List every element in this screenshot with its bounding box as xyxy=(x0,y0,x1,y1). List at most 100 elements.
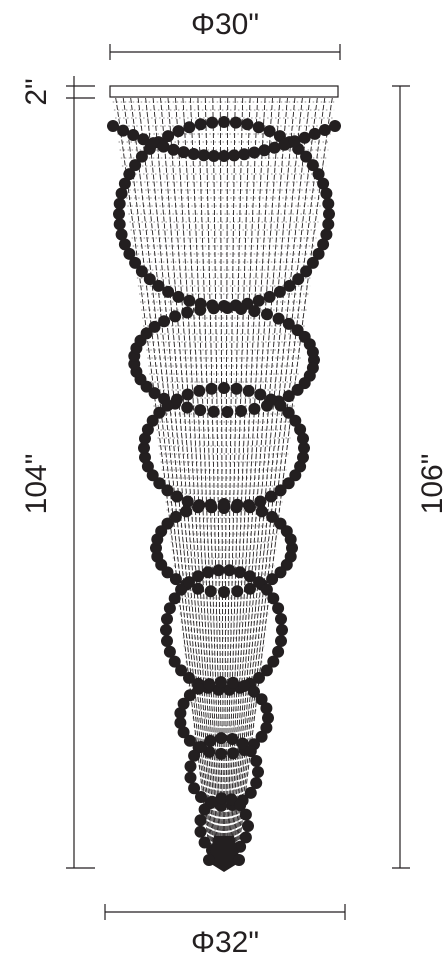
crystal-bead xyxy=(174,716,187,729)
crystal-bead xyxy=(231,585,244,598)
crystal-bead xyxy=(282,317,295,330)
crystal-bead xyxy=(141,460,154,473)
crystal-bead xyxy=(113,218,126,231)
crystal-strand xyxy=(224,98,229,858)
crystal-bead xyxy=(268,141,281,154)
crystal-bead xyxy=(266,573,279,586)
crystal-bead xyxy=(129,256,142,269)
crystal-bead xyxy=(250,755,263,767)
crystal-bead xyxy=(188,749,201,762)
crystal-bead xyxy=(161,635,173,647)
crystal-bead xyxy=(175,664,188,677)
crystal-strand xyxy=(175,97,219,859)
crystal-bead xyxy=(212,564,225,577)
crystal-bead xyxy=(250,777,263,789)
crystal-bead xyxy=(205,382,218,395)
crystal-bead xyxy=(138,442,150,454)
crystal-bead xyxy=(306,159,319,172)
crystal-bead xyxy=(282,477,295,490)
crystal-bead xyxy=(194,825,207,838)
crystal-bead xyxy=(322,197,335,210)
crystal-bead xyxy=(188,782,201,795)
crystal-bead xyxy=(253,576,265,589)
crystal-bead xyxy=(123,168,136,181)
crystal-bead xyxy=(274,399,287,412)
crystal-bead xyxy=(215,676,227,689)
crystal-bead xyxy=(265,490,277,503)
crystal-bead xyxy=(177,726,190,739)
crystal-strand xyxy=(167,97,218,859)
crystal-bead xyxy=(260,721,273,734)
crystal-bead xyxy=(320,228,333,241)
crystal-bead xyxy=(215,732,228,745)
crystal-bead xyxy=(235,405,248,417)
crystal-bead xyxy=(187,148,200,160)
crystal-bead xyxy=(139,432,151,445)
crystal-bead xyxy=(194,118,207,131)
crystal-strand xyxy=(227,97,259,859)
crystal-bead xyxy=(195,791,207,803)
crystal-bead xyxy=(181,306,194,319)
crystal-bead xyxy=(243,570,256,583)
crystal-bead xyxy=(113,208,125,220)
crystal-bead xyxy=(147,137,160,150)
crystal-bead xyxy=(255,505,268,518)
crystal-bead xyxy=(204,498,217,511)
crystal-bead xyxy=(202,566,215,579)
crystal-bead xyxy=(221,406,234,418)
crystal-bead xyxy=(254,495,267,508)
crystal-bead xyxy=(148,387,161,400)
crystal-strand xyxy=(219,98,224,858)
crystal-bead xyxy=(118,238,131,251)
crystal-bead xyxy=(167,143,180,156)
crystal-strand xyxy=(152,97,216,859)
crystal-bead xyxy=(239,808,252,821)
crystal-bead xyxy=(181,495,194,508)
crystal-bead xyxy=(169,510,182,523)
crystal-bead xyxy=(194,303,207,316)
crystal-bead xyxy=(195,741,207,753)
crystal-bead xyxy=(320,187,333,200)
crystal-bead xyxy=(161,484,174,497)
crystal-bead xyxy=(297,451,309,464)
crystal-bead xyxy=(204,734,217,747)
crystal-bead xyxy=(162,130,175,143)
crystal-bead xyxy=(227,676,239,689)
bottom-finial xyxy=(203,836,245,872)
crystal-loops xyxy=(107,116,341,860)
crystal-bead xyxy=(171,490,183,503)
crystal-bead xyxy=(169,573,182,586)
crystal-bead xyxy=(323,208,335,220)
crystal-bead xyxy=(292,273,305,286)
crystal-bead xyxy=(291,383,304,396)
canopy-height-label: 2" xyxy=(20,78,53,105)
crystal-bead xyxy=(263,125,276,138)
crystal-bead xyxy=(244,786,257,799)
crystal-bead xyxy=(242,820,254,832)
crystal-bead xyxy=(135,265,148,278)
crystal-bead xyxy=(300,150,313,163)
crystal-strand xyxy=(228,97,266,859)
crystal-bead xyxy=(306,256,319,269)
left-height-dimension xyxy=(66,76,95,869)
crystal-bead xyxy=(218,498,230,510)
crystal-bead xyxy=(238,680,251,692)
crystal-bead xyxy=(229,116,242,129)
crystal-bead xyxy=(180,505,193,518)
crystal-bead xyxy=(169,310,182,323)
crystal-strand xyxy=(145,97,215,859)
crystal-bead xyxy=(135,150,148,163)
crystal-bead xyxy=(218,116,230,128)
bottom-diameter-dimension xyxy=(104,904,346,920)
crystal-bead xyxy=(123,247,136,260)
crystal-bead xyxy=(140,327,153,340)
crystal-bead xyxy=(172,290,185,303)
crystal-bead xyxy=(260,664,273,677)
crystal-bead xyxy=(267,592,280,605)
crystal-bead xyxy=(231,498,244,511)
crystal-bead xyxy=(227,747,239,760)
crystal-bead xyxy=(206,795,218,808)
crystal-bead xyxy=(162,285,175,298)
crystal-bead xyxy=(153,477,166,490)
